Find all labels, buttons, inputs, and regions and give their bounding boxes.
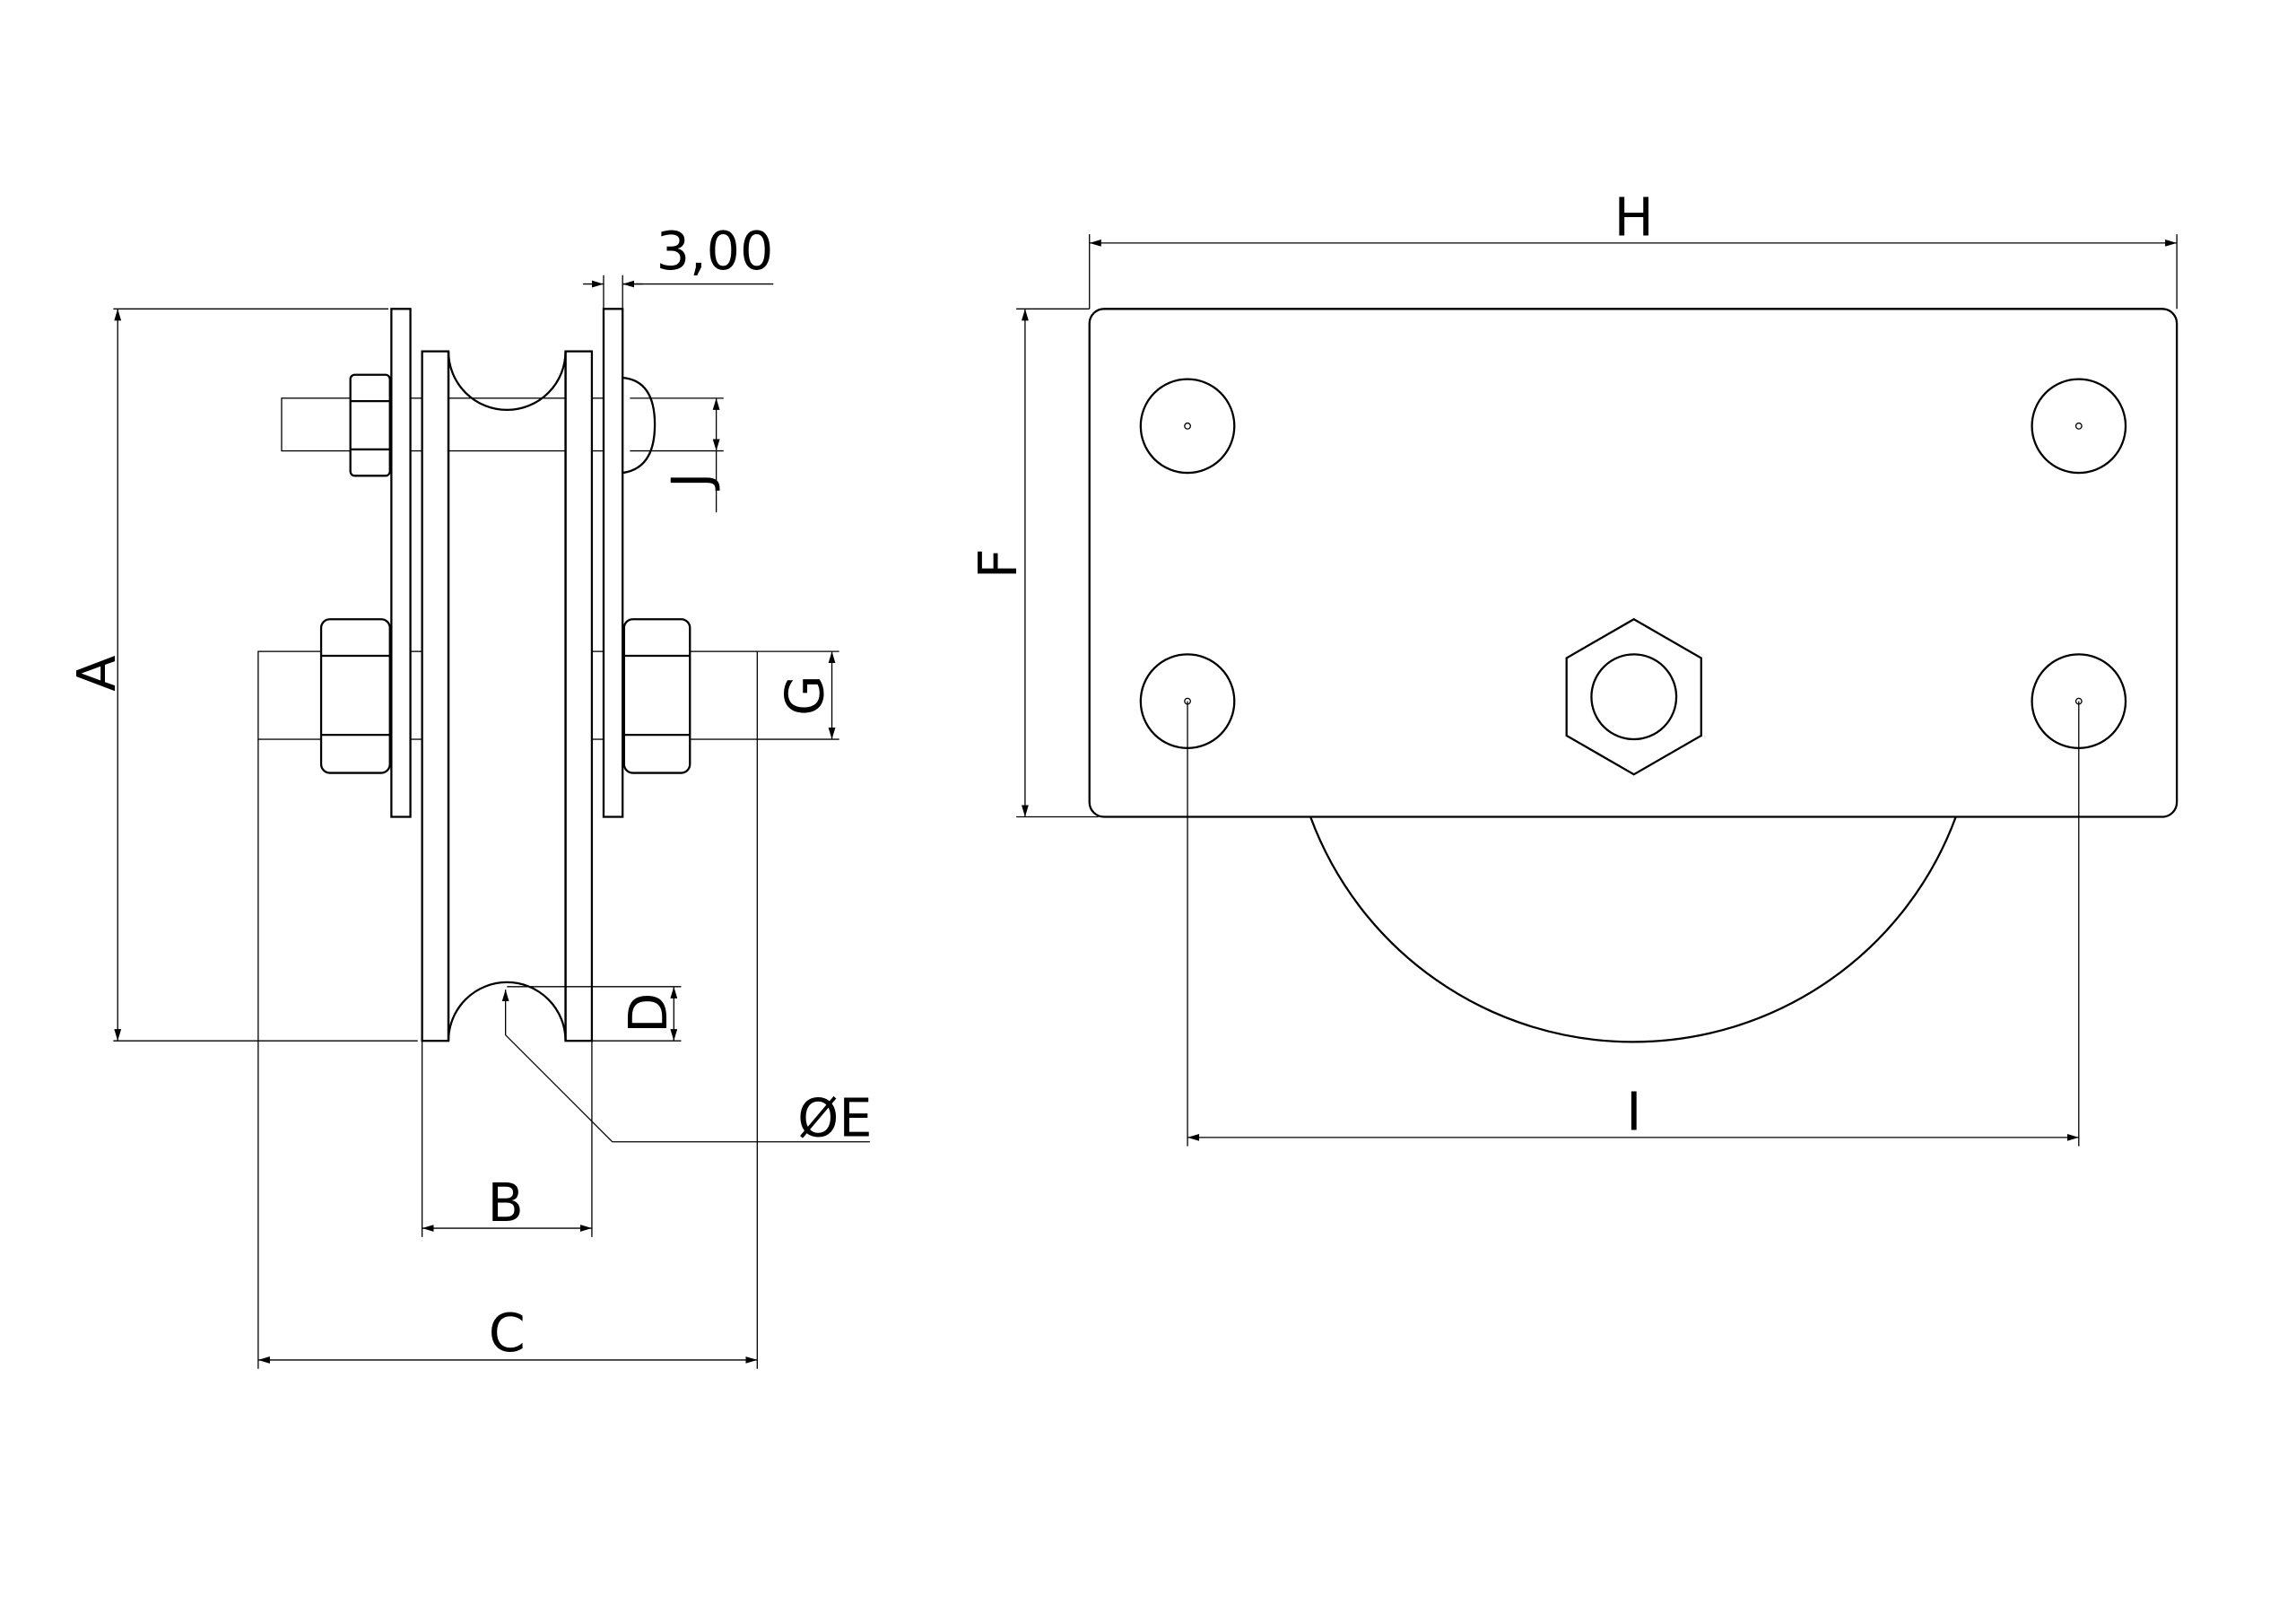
- mounting-hole: [1139, 378, 1236, 475]
- label-g: G: [774, 675, 836, 716]
- dimension-b: B: [421, 1041, 593, 1237]
- label-e: ØE: [797, 1086, 872, 1148]
- dimension-i: I: [1187, 701, 2080, 1147]
- label-d: D: [617, 993, 679, 1033]
- label-b: B: [488, 1172, 524, 1234]
- axle-hex-nut: [1565, 617, 1702, 776]
- top-nut: [349, 373, 391, 477]
- top-groove: [447, 351, 567, 411]
- wheel-arc: [1309, 816, 1957, 1043]
- side-view: A 3,00 J G: [65, 220, 872, 1369]
- dimension-g: G: [757, 650, 839, 740]
- right-nut: [622, 618, 691, 774]
- front-view: H F I: [967, 187, 2179, 1147]
- dimension-c: C: [257, 739, 758, 1369]
- label-c: C: [489, 1302, 526, 1364]
- wheel-section: [421, 350, 594, 1042]
- label-j: J: [659, 473, 721, 492]
- dimension-a: A: [65, 308, 418, 1042]
- dimension-d: D: [507, 986, 682, 1042]
- label-h: H: [1614, 187, 1654, 249]
- label-f: F: [967, 548, 1029, 579]
- dimension-e: ØE: [501, 990, 872, 1148]
- label-thickness: 3,00: [657, 220, 774, 282]
- dimension-thickness: 3,00: [583, 220, 774, 310]
- left-bracket-plate: [390, 308, 412, 818]
- mounting-plate: [1088, 308, 2179, 818]
- bottom-groove: [447, 981, 567, 1042]
- mounting-hole: [2031, 378, 2127, 475]
- label-a: A: [65, 656, 127, 692]
- label-i: I: [1626, 1081, 1641, 1143]
- bolt-dome-head: [622, 376, 657, 475]
- dimension-f: F: [967, 308, 1099, 818]
- dimension-h: H: [1089, 187, 2178, 310]
- right-bracket-plate: [602, 308, 624, 818]
- left-nut: [319, 618, 391, 774]
- dimension-j: J: [630, 397, 724, 513]
